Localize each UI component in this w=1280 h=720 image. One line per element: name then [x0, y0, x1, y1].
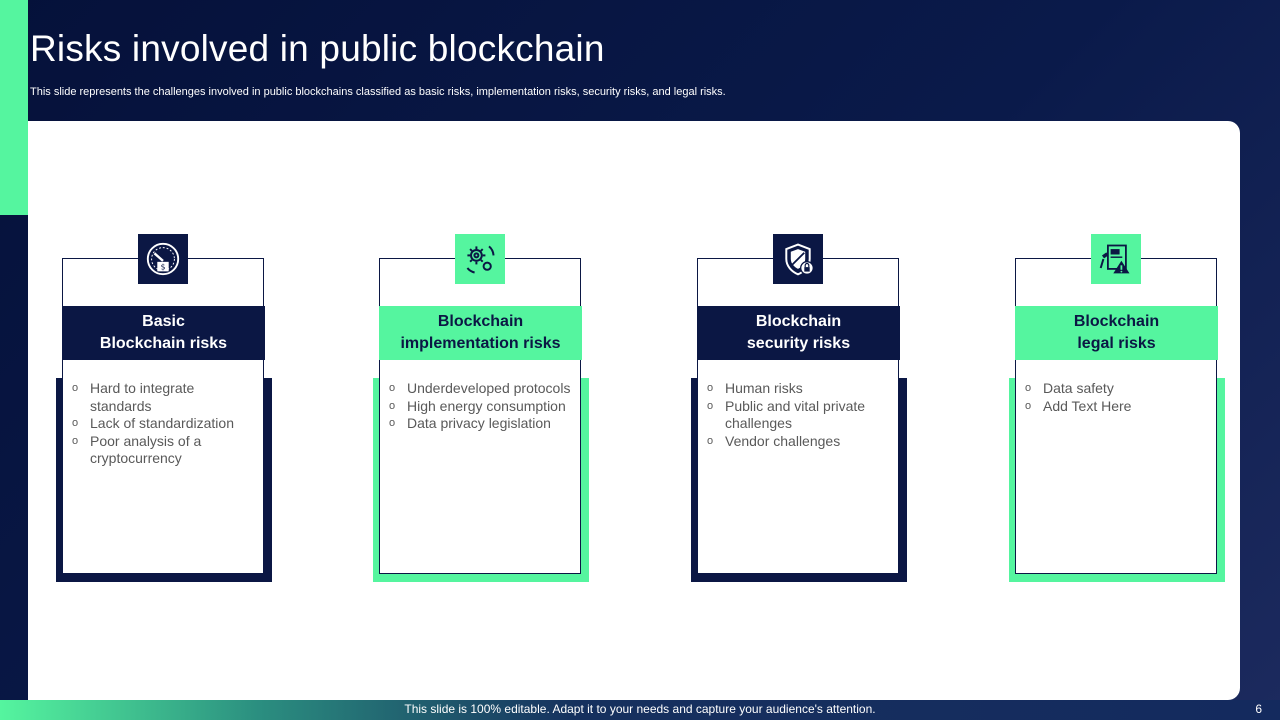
bullet-marker: o — [72, 434, 79, 447]
bullet-marker: o — [1025, 399, 1032, 412]
card-header-line2: implementation risks — [400, 335, 561, 352]
legal-document-warning-icon — [1099, 244, 1130, 274]
gears-cycle-icon — [466, 245, 495, 274]
bullet-marker: o — [389, 382, 396, 394]
list-item: o Underdeveloped protocols — [389, 380, 575, 398]
card-header-line2: Blockchain risks — [99, 335, 228, 352]
slide-title: Risks involved in public blockchain — [30, 28, 605, 69]
svg-text:$: $ — [161, 262, 166, 271]
list-item-text: Lack of standardization — [90, 415, 234, 432]
bullet-marker: o — [72, 382, 79, 394]
card-icon-box — [773, 234, 823, 284]
card-header-line1: Blockchain — [1073, 313, 1160, 330]
list-item: o High energy consumption — [389, 398, 575, 416]
card-security-risks: Blockchain security risks o Human risks o… — [691, 234, 907, 582]
list-item-text: Human risks — [725, 380, 803, 396]
page-number: 6 — [1255, 702, 1262, 716]
list-item: o Lack of standardization — [72, 415, 258, 433]
card-header: Blockchain implementation risks — [379, 306, 582, 360]
card-header-line1: Blockchain — [437, 313, 524, 330]
list-item-text: Public and vital private challenges — [725, 397, 866, 432]
card-header: Blockchain security risks — [697, 306, 900, 360]
list-item: o Data privacy legislation — [389, 415, 575, 433]
list-item-text: Data safety — [1043, 380, 1114, 396]
card-basic-risks: $ Basic Blockchain risks o Hard to integr… — [56, 234, 272, 582]
card-icon-box — [455, 234, 505, 284]
card-header: Basic Blockchain risks — [62, 306, 265, 360]
card-header: Blockchain legal risks — [1015, 306, 1218, 360]
card-header-line2: security risks — [746, 335, 851, 352]
footer-bar — [0, 700, 1280, 720]
bullet-marker: o — [72, 417, 79, 430]
accent-strip — [0, 0, 28, 215]
bullet-marker: o — [707, 382, 714, 394]
list-item: o Hard to integrate standards — [72, 380, 258, 415]
list-item: o Public and vital private challenges — [707, 398, 893, 433]
list-item: o Data safety — [1025, 380, 1211, 398]
slide-subtitle: This slide represents the challenges inv… — [30, 86, 726, 98]
card-header-line1: Blockchain — [755, 313, 842, 330]
bullet-marker: o — [389, 417, 396, 430]
card-icon-box — [1091, 234, 1141, 284]
bullet-marker: o — [707, 399, 714, 412]
list-item-text: Vendor challenges — [725, 432, 841, 449]
card-implementation-risks: Blockchain implementation risks o Underde… — [373, 234, 589, 582]
bullet-marker: o — [389, 399, 396, 412]
card-icon-box: $ — [138, 234, 188, 284]
bullet-marker: o — [1025, 382, 1032, 394]
list-item: o Human risks — [707, 380, 893, 398]
list-item-text: High energy consumption — [407, 397, 566, 414]
shield-lock-icon — [785, 243, 814, 276]
blockchain-speedometer-icon: $ — [146, 242, 180, 276]
list-item-text: Data privacy legislation — [407, 415, 551, 432]
list-item: o Add Text Here — [1025, 398, 1211, 416]
footer-text: This slide is 100% editable. Adapt it to… — [404, 702, 876, 716]
list-item: o Vendor challenges — [707, 433, 893, 451]
list-item-text: Add Text Here — [1043, 397, 1132, 414]
list-item-text: Hard to integrate standards — [90, 380, 195, 414]
list-item: o Poor analysis of a cryptocurrency — [72, 433, 258, 468]
list-item-text: Poor analysis of a cryptocurrency — [90, 432, 202, 467]
card-header-line1: Basic — [142, 313, 185, 330]
bullet-marker: o — [707, 434, 714, 447]
card-header-line2: legal risks — [1077, 335, 1156, 352]
list-item-text: Underdeveloped protocols — [407, 380, 571, 396]
